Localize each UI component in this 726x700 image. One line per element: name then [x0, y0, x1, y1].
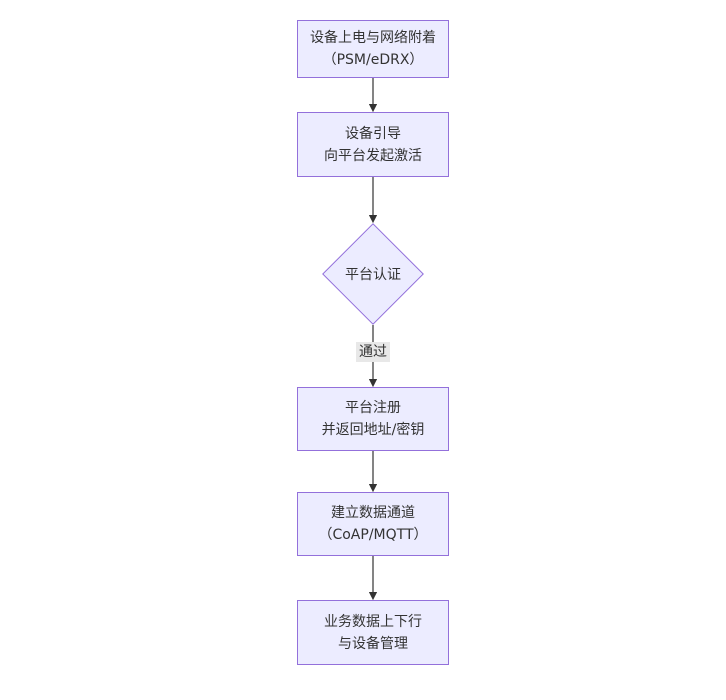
node-text-line: 业务数据上下行: [324, 613, 422, 630]
flow-node-power-attach: 设备上电与网络附着 （PSM/eDRX）: [297, 20, 449, 78]
node-text-line: 并返回地址/密钥: [321, 422, 425, 438]
node-text-line: 向平台发起激活: [324, 147, 422, 164]
node-text-line: 设备上电与网络附着: [310, 30, 436, 46]
node-text-line: 建立数据通道: [331, 505, 415, 521]
node-text-line: 平台认证: [345, 267, 401, 283]
node-text-line: 与设备管理: [338, 635, 408, 652]
flow-node-boot-activate: 设备引导 向平台发起激活: [297, 112, 449, 177]
edge-label-pass: 通过: [356, 342, 390, 362]
flow-decision-auth-label: 平台认证: [322, 223, 424, 325]
flow-node-data-channel: 建立数据通道 （CoAP/MQTT）: [297, 492, 449, 556]
flow-node-platform-register: 平台注册 并返回地址/密钥: [297, 387, 449, 451]
node-text-line: 平台注册: [345, 400, 401, 416]
flow-node-business-data: 业务数据上下行 与设备管理: [297, 600, 449, 665]
node-text-line: （CoAP/MQTT）: [318, 527, 428, 543]
node-text-line: 设备引导: [345, 125, 401, 142]
node-text-line: （PSM/eDRX）: [322, 52, 424, 68]
